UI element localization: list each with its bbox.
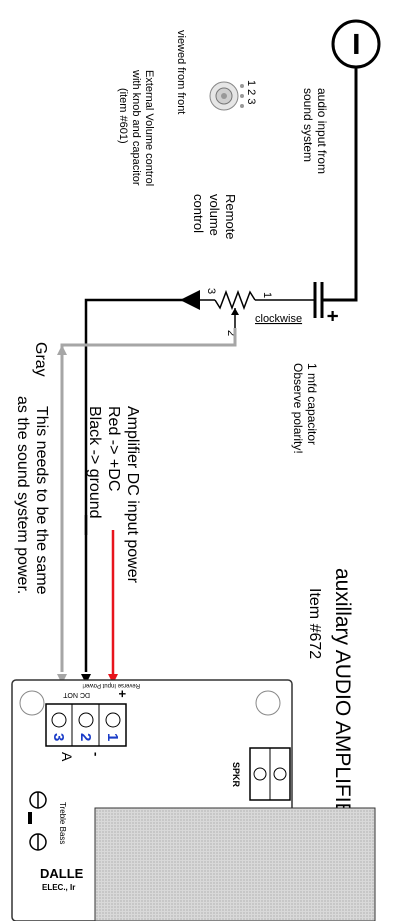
power-line-3: Black -> ground <box>86 406 103 519</box>
capacitor: + <box>295 282 343 322</box>
amplifier-board: SPKR 1 2 3 + - A Reverse Input Power! DC… <box>11 679 376 921</box>
capacitor-label: 1 mfd capacitor Observe polarity! <box>291 363 319 454</box>
pot-pin-3: 3 <box>205 288 217 294</box>
terminal-1: 1 <box>104 733 121 741</box>
external-volume-label: External Volume control with knob and ca… <box>117 69 155 186</box>
same-power-label: This needs to be the same as the sound s… <box>14 396 50 595</box>
power-line-2: Red -> +DC <box>105 406 122 491</box>
viewed-from-front: viewed from front <box>175 30 187 114</box>
same-power-line-1: This needs to be the same <box>33 406 50 595</box>
terminal-2: 2 <box>77 733 94 741</box>
heatsink <box>94 807 376 921</box>
remote-line-3: control <box>191 194 206 233</box>
capacitor-line-2: Observe polarity! <box>291 363 305 454</box>
capacitor-line-1: 1 mfd capacitor <box>305 363 319 445</box>
trim-pots: Treble Bass <box>28 791 67 851</box>
power-line-1: Amplifier DC input power <box>124 406 141 584</box>
capacitor-plus: + <box>321 310 343 322</box>
remote-line-1: Remote <box>223 194 238 240</box>
board-dc-not-text: DC NOT <box>62 691 90 698</box>
pot-pin-1: 1 <box>261 292 273 298</box>
black-wire <box>84 290 200 672</box>
gray-wire <box>60 328 237 672</box>
input-wire <box>338 67 358 302</box>
pot-clockwise: clockwise <box>255 313 302 325</box>
input-terminal-block: 1 2 3 + - A Reverse Input Power! DC NOT <box>45 682 140 762</box>
gray-label: Gray <box>32 342 49 377</box>
treble-bass-label: Treble Bass <box>58 802 67 844</box>
board-reverse-text: Reverse Input Power! <box>82 682 140 688</box>
knob-image: 1 2 3 <box>209 80 257 111</box>
remote-volume-label: Remote volume control <box>191 194 238 240</box>
brand-sub: ELEC., Ir <box>42 883 75 892</box>
external-line-1: External Volume control <box>143 70 155 186</box>
sign-minus: - <box>89 752 104 756</box>
potentiometer: 1 3 2 clockwise <box>190 288 302 336</box>
audio-input-label: audio input from sound system <box>301 88 329 174</box>
power-label: Amplifier DC input power Red -> +DC Blac… <box>86 406 141 584</box>
pot-pin-2: 2 <box>225 330 237 336</box>
amplifier-title: auxillary AUDIO AMPLIFIER, <box>331 568 354 838</box>
brand-name: DALLE <box>40 866 84 881</box>
sign-a: A <box>59 752 75 762</box>
same-power-line-2: as the sound system power. <box>14 396 31 594</box>
spkr-label: SPKR <box>231 762 241 788</box>
audio-input-symbol: − <box>334 32 378 55</box>
external-line-3: (item #601) <box>117 88 129 144</box>
sign-plus: + <box>115 690 130 698</box>
external-line-2: with knob and capacitor <box>130 69 142 186</box>
speaker-terminal-block: SPKR <box>231 747 291 801</box>
knob-pin-labels: 1 2 3 <box>245 80 257 104</box>
audio-input-node: − <box>331 19 381 69</box>
audio-input-line-2: sound system <box>301 88 315 162</box>
terminal-3: 3 <box>50 733 67 741</box>
remote-line-2: volume <box>207 194 222 236</box>
amplifier-item: Item #672 <box>306 588 323 659</box>
audio-input-line-1: audio input from <box>315 88 329 174</box>
